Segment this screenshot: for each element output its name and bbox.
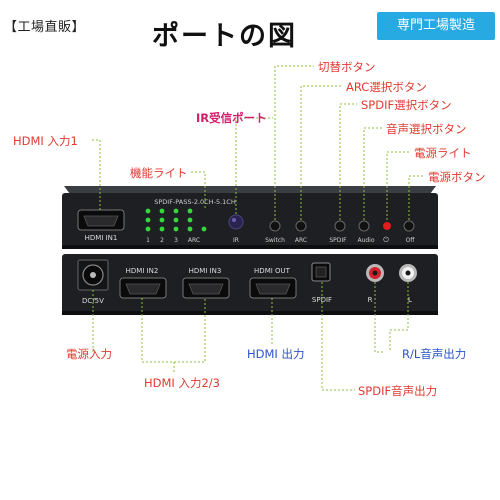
switch-button-label: Switch — [265, 237, 285, 244]
callout-audio-button: 音声選択ボタン — [386, 122, 467, 136]
leader-function-lights — [190, 171, 206, 208]
leader-hdmi-in1 — [92, 139, 101, 210]
led-label-arc: ARC — [188, 237, 200, 244]
led — [173, 208, 179, 214]
led — [173, 226, 179, 232]
leader-rl-l — [389, 282, 409, 352]
ir-receiver-glint — [232, 218, 236, 222]
rca-l-jack-center — [405, 270, 411, 276]
callout-power-input: 電源入力 — [66, 347, 112, 361]
hdmi-out-port-inner — [255, 283, 291, 295]
led — [187, 226, 193, 232]
callout-switch-button: 切替ボタン — [318, 60, 376, 74]
front-panel: HDMI IN1 SPDIF-PASS-2.0CH-5.1CH 1 2 3 AR… — [62, 186, 438, 249]
led-label-ir: IR — [233, 237, 239, 244]
led-label-1: 1 — [146, 237, 150, 244]
shop-tag: 【工場直販】 — [4, 20, 86, 35]
audio-button-label: Audio — [357, 237, 374, 244]
callout-ir-receiver: IR受信ポート — [196, 111, 267, 125]
spdif-port-inner — [315, 266, 327, 278]
callout-power-light: 電源ライト — [414, 146, 472, 160]
back-panel-bottom-edge — [62, 311, 438, 315]
leader-power-light — [386, 151, 410, 220]
arc-button-label: ARC — [295, 237, 307, 244]
hdmi-in2-label: HDMI IN2 — [126, 267, 159, 275]
led — [187, 217, 193, 223]
spdif-status-text: SPDIF-PASS-2.0CH-5.1CH — [154, 198, 236, 206]
leader-ir — [235, 117, 273, 214]
callout-spdif-button: SPDIF選択ボタン — [361, 98, 452, 112]
led — [201, 226, 207, 232]
led — [173, 217, 179, 223]
callout-function-lights: 機能ライト — [130, 166, 188, 180]
audio-button[interactable] — [358, 220, 370, 232]
hdmi-in1-label: HDMI IN1 — [85, 234, 118, 242]
front-panel-top-face — [64, 186, 436, 194]
leader-arc — [300, 85, 343, 220]
back-panel: DC/5V HDMI IN2 HDMI IN3 HDMI OUT SPDIF R… — [62, 254, 438, 315]
leader-spdif-out — [321, 282, 355, 391]
led — [159, 208, 165, 214]
page-title: ポートの図 — [152, 21, 297, 52]
hdmi-in3-port-inner — [188, 283, 224, 295]
callout-spdif-out: SPDIF音声出力 — [358, 384, 438, 398]
dc-power-jack-pin — [90, 272, 96, 278]
rca-r-label: R — [368, 296, 373, 304]
callout-rl-out: R/L音声出力 — [402, 347, 467, 361]
spdif-button[interactable] — [334, 220, 346, 232]
leader-lines — [92, 65, 424, 391]
leader-hdmi-in23-bracket — [141, 298, 206, 363]
power-symbol-icon: ⏻ — [383, 236, 389, 244]
front-panel-bottom-edge — [62, 245, 438, 249]
led — [145, 208, 151, 214]
led-label-2: 2 — [160, 237, 164, 244]
led — [159, 226, 165, 232]
hdmi-in1-port-inner — [83, 215, 119, 227]
leader-spdif — [339, 103, 357, 220]
hdmi-in2-port-inner — [125, 283, 161, 295]
led-label-3: 3 — [174, 237, 178, 244]
callout-hdmi-out: HDMI 出力 — [247, 347, 305, 361]
spdif-button-label: SPDIF — [329, 237, 347, 244]
power-led — [383, 222, 391, 230]
leader-switch — [274, 65, 314, 220]
callout-hdmi-in1: HDMI 入力1 — [13, 134, 78, 148]
leader-power-button — [408, 175, 424, 220]
leader-rl-r — [374, 282, 384, 353]
off-button-label: Off — [406, 237, 416, 244]
ir-receiver-window — [228, 214, 244, 230]
callout-arc-button: ARC選択ボタン — [346, 80, 427, 94]
led — [187, 208, 193, 214]
led — [145, 217, 151, 223]
power-button[interactable] — [403, 220, 415, 232]
callout-power-button: 電源ボタン — [428, 170, 486, 184]
front-panel-face — [62, 193, 438, 247]
hdmi-in3-label: HDMI IN3 — [189, 267, 222, 275]
function-led-grid — [145, 208, 207, 232]
switch-button[interactable] — [269, 220, 281, 232]
led — [145, 226, 151, 232]
rca-r-jack-center — [372, 270, 378, 276]
callout-hdmi-in23: HDMI 入力2/3 — [144, 376, 220, 390]
dc-label: DC/5V — [82, 297, 104, 305]
arc-button[interactable] — [295, 220, 307, 232]
led — [159, 217, 165, 223]
rca-l-label: L — [408, 296, 412, 304]
hdmi-out-label: HDMI OUT — [254, 267, 291, 275]
factory-badge: 専門工場製造 — [377, 12, 495, 40]
leader-audio — [363, 127, 382, 220]
